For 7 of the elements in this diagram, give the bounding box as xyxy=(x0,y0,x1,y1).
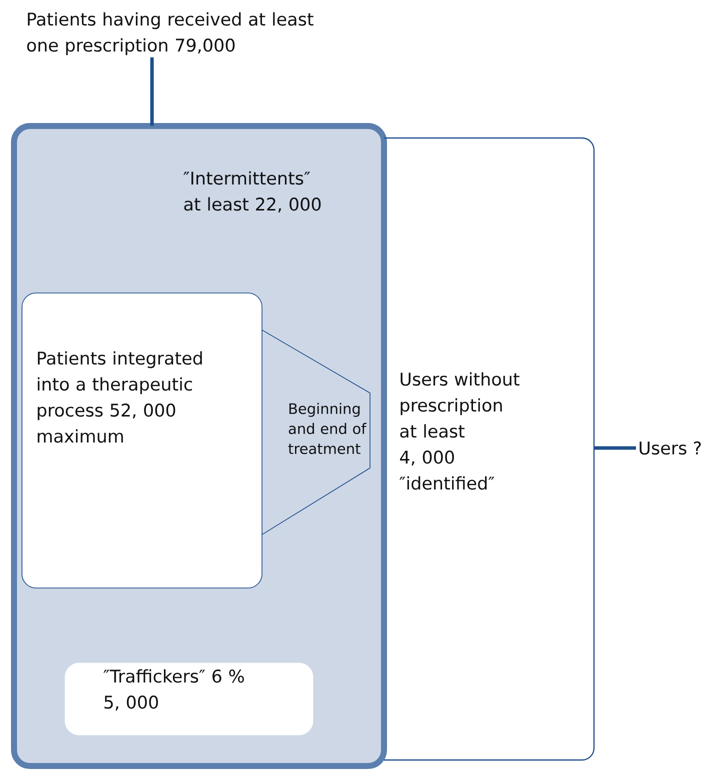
label-text: Users ? xyxy=(640,441,701,455)
heading-text: Patients having received at least one prescription 79,000 xyxy=(27,12,314,56)
connector-line xyxy=(594,446,636,450)
users-box: Users without prescription at least 4, 000 ″identified″ xyxy=(384,137,595,761)
connector-line xyxy=(150,57,154,126)
traffickers-box: ″Traffickers″ 6 % 5, 000 xyxy=(64,662,314,736)
process-box: Patients integrated into a therapeutic process 52, 000 maximum xyxy=(22,292,262,588)
